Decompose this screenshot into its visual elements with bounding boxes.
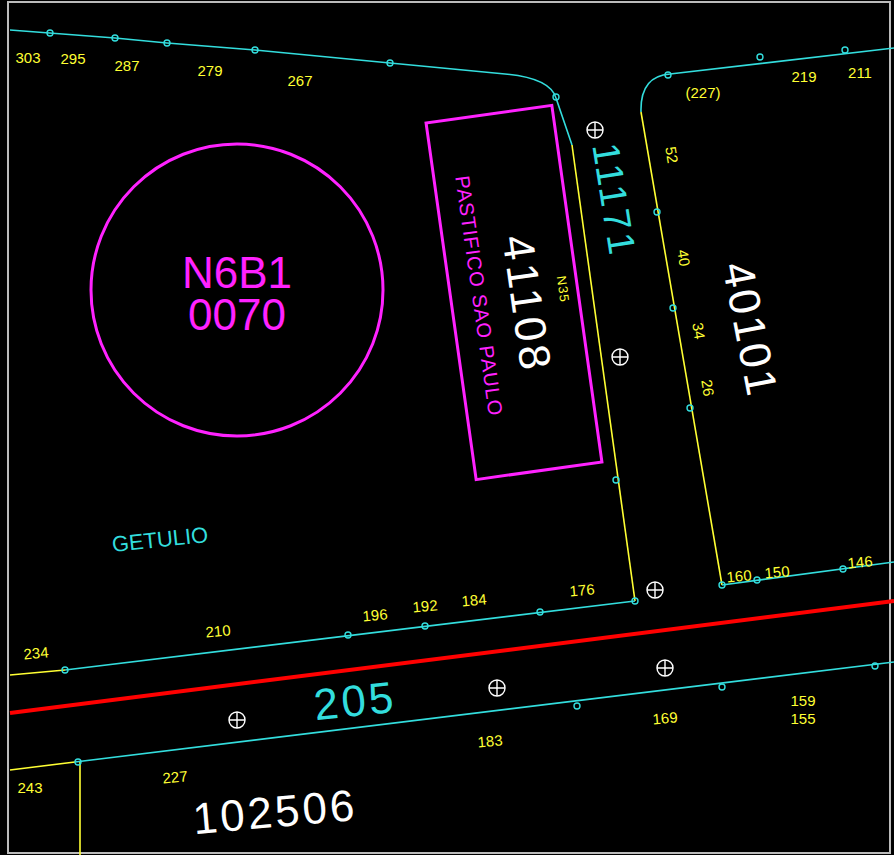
lot-number: 40101 (715, 258, 784, 401)
lot-line (75, 662, 894, 762)
building-name: PASTIFICO SAO PAULO (452, 174, 506, 417)
lot-number: 102506 (191, 783, 359, 841)
house-number: 52 (663, 146, 680, 165)
house-number: 192 (412, 597, 438, 614)
house-number: 183 (477, 732, 503, 749)
house-number: 287 (114, 58, 139, 73)
lot-line (641, 48, 894, 112)
frame (8, 2, 890, 853)
house-number: 150 (764, 563, 790, 580)
house-number: 243 (17, 780, 42, 795)
building-code: N35 (555, 275, 572, 303)
parcel-circle: N6B10070 (89, 142, 385, 438)
house-number: 196 (362, 606, 388, 623)
house-number: 160 (726, 567, 752, 584)
house-number: 279 (197, 63, 222, 78)
house-number: 219 (791, 69, 816, 84)
house-number: 227 (162, 768, 188, 785)
building-box: PASTIFICO SAO PAULO41108N35 (424, 104, 603, 482)
house-number: (227) (685, 85, 720, 100)
lot-number: 41108 (495, 232, 558, 376)
house-number: 146 (847, 553, 873, 570)
lot-line (10, 30, 572, 145)
street-name: GETULIO (111, 524, 209, 556)
house-number: 34 (690, 322, 707, 341)
house-number: 303 (15, 50, 40, 65)
house-number: 184 (461, 591, 487, 608)
house-number: 155 (790, 711, 815, 726)
house-number: 295 (60, 51, 85, 66)
parcel-code: N6B1 (182, 251, 292, 295)
house-number: 159 (790, 693, 815, 708)
lot-line (10, 670, 65, 675)
lot-line (641, 112, 722, 585)
house-number: 26 (699, 379, 716, 398)
house-number: 211 (848, 65, 872, 80)
house-number: 210 (205, 622, 231, 639)
vertex-markers (47, 30, 878, 765)
house-number: 40 (675, 249, 692, 268)
house-number: 234 (23, 644, 49, 661)
parcel-code: 0070 (188, 293, 286, 337)
house-number: 267 (287, 73, 312, 88)
lot-number: 205 (312, 675, 399, 727)
house-number: 176 (569, 581, 595, 598)
lot-line (65, 601, 635, 670)
house-number: 169 (652, 709, 678, 726)
street-axis (10, 601, 894, 713)
lot-line (10, 762, 80, 855)
lot-number: 11171 (586, 140, 642, 260)
